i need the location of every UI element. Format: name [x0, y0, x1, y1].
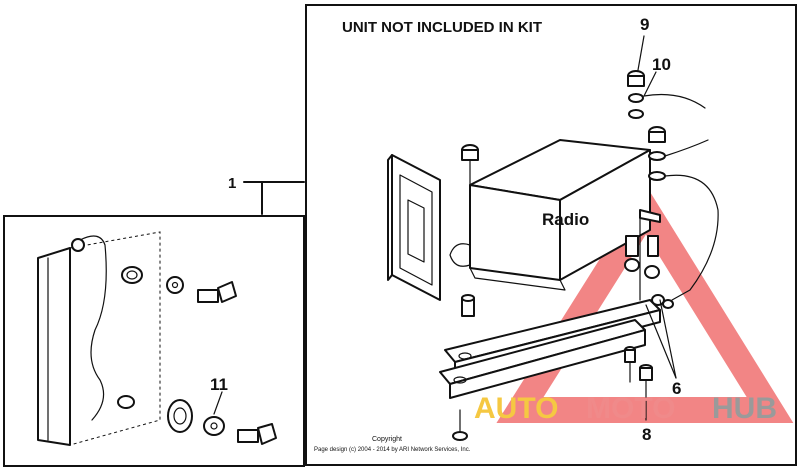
callout-1: 1 [228, 175, 236, 192]
nut-9 [627, 70, 645, 87]
nut-stack-right [648, 126, 719, 301]
callout-1-bracket [243, 181, 305, 215]
watermark-moto: MOTO [586, 392, 675, 425]
top-nut [461, 144, 479, 251]
watermark-logo [496, 185, 794, 423]
inset-device [37, 231, 161, 446]
screws-8 [452, 346, 653, 441]
parts-6 [624, 235, 674, 309]
copyright-line-1: Copyright [372, 436, 402, 443]
callout-6: 6 [672, 379, 681, 398]
watermark-auto: AUTO [474, 392, 558, 425]
copyright-line-2: Page design (c) 2004 - 2014 by ARI Netwo… [314, 447, 471, 453]
spacer [461, 294, 475, 317]
inset-fastener-upper [166, 276, 237, 303]
callout-11: 11 [210, 375, 228, 394]
radio-label: Radio [542, 210, 589, 229]
callout-8: 8 [642, 425, 651, 444]
main-frame [305, 4, 797, 466]
watermark-hub: HUB [712, 392, 777, 425]
lug-10 [628, 93, 706, 119]
diagram-title: UNIT NOT INCLUDED IN KIT [342, 19, 542, 36]
mounting-plate [387, 154, 441, 301]
callout-10: 10 [652, 55, 671, 74]
callout-9: 9 [640, 15, 649, 34]
watermark-text: AUTO MOTO HUB [474, 392, 777, 425]
mounting-bracket [439, 209, 661, 399]
inset-fastener-lower [167, 399, 277, 445]
inset-frame [3, 215, 305, 467]
radio-unit [449, 139, 651, 291]
